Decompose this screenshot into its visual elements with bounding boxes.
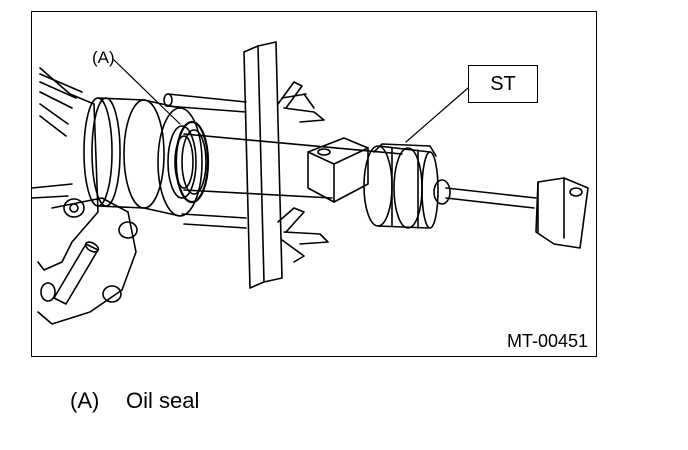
figure-code: MT-00451 xyxy=(506,331,588,351)
legend-key: (A) xyxy=(70,388,100,413)
legend-item: (A) Oil seal xyxy=(70,388,199,414)
figure-frame: (A) ST MT-00451 xyxy=(31,11,597,357)
callout-label-st: ST xyxy=(468,65,538,103)
legend-text: Oil seal xyxy=(126,388,200,413)
callout-label-a: (A) xyxy=(92,48,115,67)
oil-seal-removal-illustration xyxy=(32,41,589,325)
